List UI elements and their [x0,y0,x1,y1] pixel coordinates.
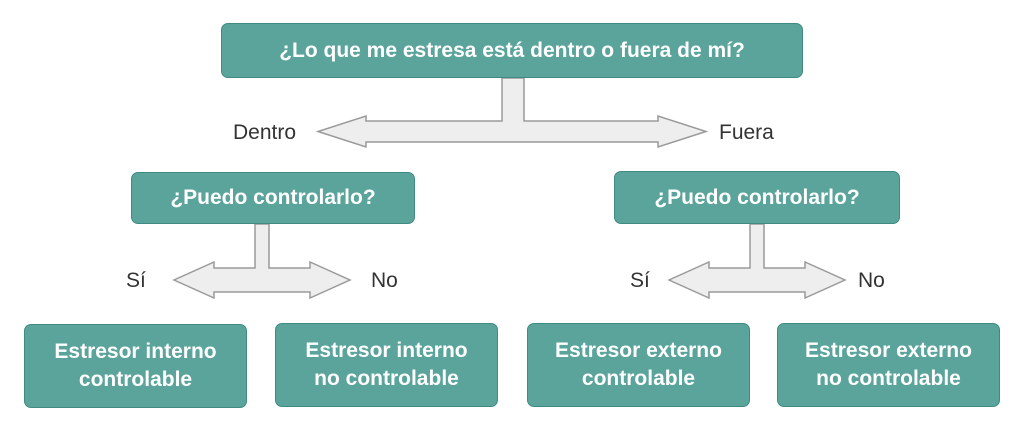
result-line1: Estresor externo [805,339,972,362]
result-external-not-controllable: Estresor externo no controlable [777,323,1000,407]
right-question-text: ¿Puedo controlarlo? [654,185,860,209]
result-line2: controlable [581,367,696,390]
left-split-arrow [172,223,352,300]
right-yes-label: Sí [630,269,650,292]
result-line2: controlable [78,368,193,391]
result-internal-not-controllable: Estresor interno no controlable [275,323,498,407]
left-no-label: No [371,269,398,292]
result-line1: Estresor interno [305,339,468,362]
root-question-text: ¿Lo que me estresa está dentro o fuera d… [279,38,745,62]
result-internal-controllable: Estresor interno controlable [24,324,247,408]
left-question-text: ¿Puedo controlarlo? [170,186,376,209]
right-no-label: No [858,269,885,292]
right-split-arrow [667,223,847,300]
outside-label: Fuera [719,121,774,144]
root-question-box: ¿Lo que me estresa está dentro o fuera d… [221,23,803,78]
result-line1: Estresor interno [54,340,217,363]
root-split-arrow [315,77,709,149]
right-question-box: ¿Puedo controlarlo? [614,171,900,224]
result-external-controllable: Estresor externo controlable [527,323,750,407]
inside-label: Dentro [233,121,297,144]
result-line1: Estresor externo [555,339,722,362]
result-line2: no controlable [816,367,961,390]
left-question-box: ¿Puedo controlarlo? [131,172,415,224]
left-yes-label: Sí [126,269,146,292]
result-line2: no controlable [314,367,459,390]
